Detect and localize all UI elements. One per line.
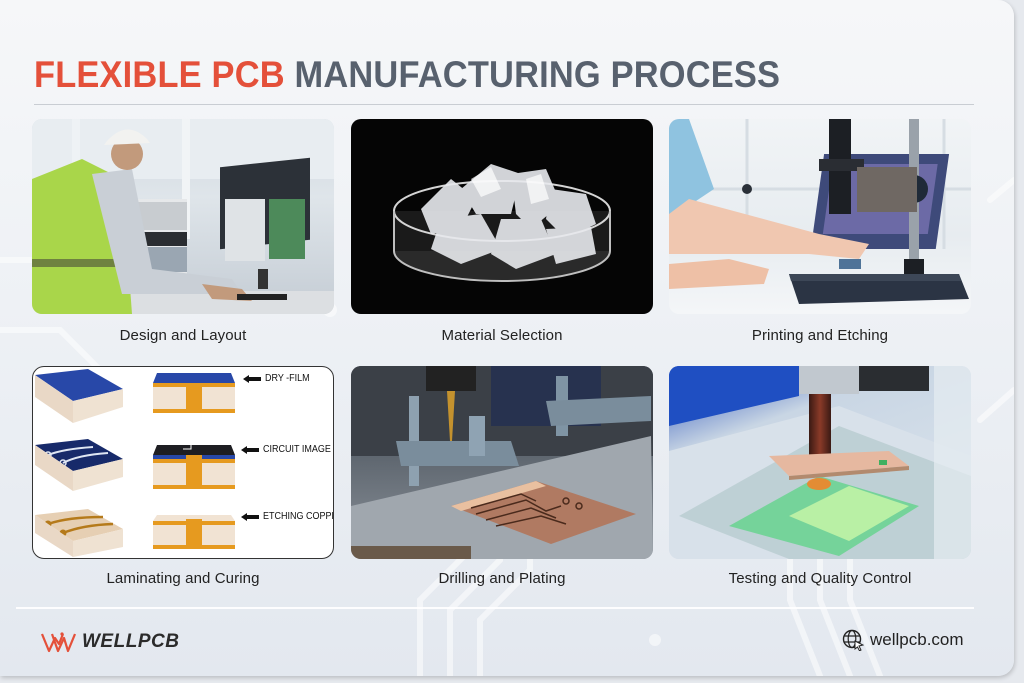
title-accent: FLEXIBLE PCB <box>34 54 285 95</box>
testing-quality-control-image <box>669 366 971 559</box>
wellpcb-w-logo-icon <box>40 632 77 653</box>
design-layout-image <box>32 119 334 314</box>
website-link[interactable]: wellpcb.com <box>842 629 964 651</box>
drilling-plating-image <box>351 366 653 559</box>
title-divider <box>34 104 974 105</box>
step-caption-drilling-plating: Drilling and Plating <box>438 570 566 587</box>
step-caption-design-layout: Design and Layout <box>119 327 247 344</box>
step-caption-testing-quality-control: Testing and Quality Control <box>728 570 912 587</box>
laminating-curing-diagram: DRY -FILM CIRCUIT IMAGE ETCHING COPPER <box>32 366 334 559</box>
diagram-label-dry-film: DRY -FILM <box>265 373 310 384</box>
step-caption-printing-etching: Printing and Etching <box>751 327 889 344</box>
title-rest: MANUFACTURING PROCESS <box>284 54 781 95</box>
step-caption-laminating-curing: Laminating and Curing <box>106 570 260 587</box>
footer-divider <box>16 607 974 609</box>
globe-cursor-icon <box>842 629 864 651</box>
step-caption-material-selection: Material Selection <box>441 327 563 344</box>
website-url: wellpcb.com <box>870 630 964 649</box>
page-title: FLEXIBLE PCB MANUFACTURING PROCESS <box>34 53 780 97</box>
diagram-label-circuit-image: CIRCUIT IMAGE <box>263 444 331 455</box>
printing-etching-image <box>669 119 971 314</box>
wellpcb-logo[interactable]: WELLPCB <box>40 630 179 654</box>
brand-name: WELLPCB <box>82 631 180 652</box>
material-selection-image <box>351 119 653 314</box>
diagram-label-etching-copper: ETCHING COPPER <box>263 511 333 522</box>
